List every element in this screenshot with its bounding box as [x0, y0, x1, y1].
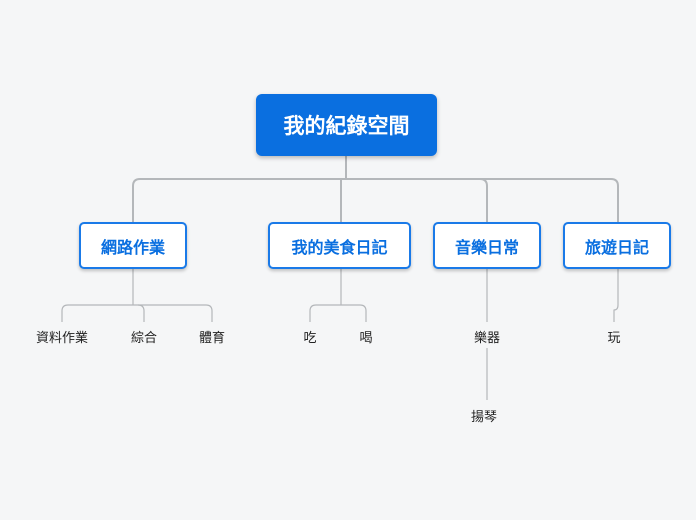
- leaf-topic-1-2[interactable]: 綜合: [130, 330, 157, 346]
- branch-connector-bus: [132, 178, 619, 222]
- leaf-topic-2-2[interactable]: 喝: [359, 330, 373, 346]
- child-connector-2-bus: [309, 304, 367, 322]
- branch-topic-2[interactable]: 我的美食日記: [268, 222, 411, 269]
- child-connector-1-mid: [137, 304, 145, 322]
- branch-topic-4[interactable]: 旅遊日記: [563, 222, 671, 269]
- root-topic[interactable]: 我的紀錄空間: [256, 94, 437, 156]
- leaf-topic-4-1[interactable]: 玩: [607, 330, 621, 346]
- leaf-topic-3-2[interactable]: 揚琴: [470, 409, 497, 425]
- leaf-topic-2-1[interactable]: 吃: [303, 330, 317, 346]
- leaf-topic-3-1[interactable]: 樂器: [473, 330, 500, 346]
- leaf-topic-1-1[interactable]: 資料作業: [35, 330, 88, 346]
- leaf-topic-1-3[interactable]: 體育: [198, 330, 225, 346]
- branch-connector-3: [479, 178, 488, 222]
- branch-topic-3[interactable]: 音樂日常: [433, 222, 541, 269]
- child-connector-1-bus: [61, 304, 213, 322]
- child-connector-4: [613, 269, 619, 322]
- branch-topic-1[interactable]: 網路作業: [79, 222, 187, 269]
